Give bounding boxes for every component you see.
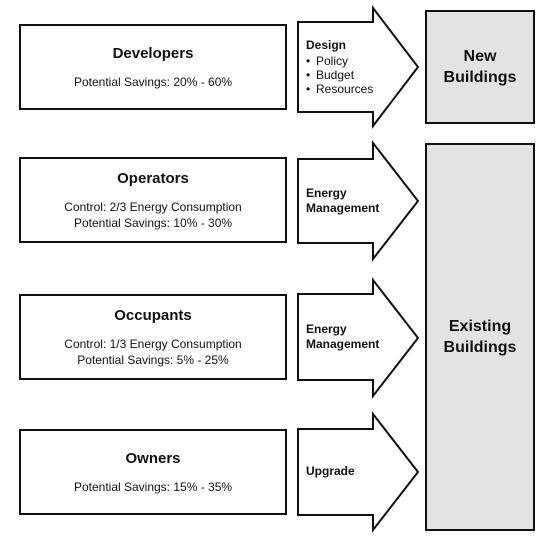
target-label-line: New bbox=[463, 48, 497, 65]
arrow-label-design: Design Policy Budget Resources bbox=[306, 38, 373, 96]
arrow-label-energy-management-operators: Energy Management bbox=[306, 186, 379, 216]
target-new-buildings: New Buildings bbox=[425, 10, 535, 124]
arrow-label-energy-management-occupants: Energy Management bbox=[306, 322, 379, 352]
arrow-energy-management-occupants bbox=[297, 277, 420, 399]
actor-title: Developers bbox=[112, 44, 194, 62]
target-label: New Buildings bbox=[444, 46, 517, 88]
target-label-line: Existing bbox=[448, 318, 512, 335]
actor-title: Occupants bbox=[114, 306, 192, 324]
arrow-label-upgrade: Upgrade bbox=[306, 464, 355, 479]
actor-control: Control: 2/3 Energy Consumption bbox=[64, 199, 242, 214]
actor-savings: Potential Savings: 5% - 25% bbox=[77, 352, 229, 367]
actor-control: Control: 1/3 Energy Consumption bbox=[64, 336, 242, 351]
arrow-label-line: Energy bbox=[306, 322, 347, 336]
actor-box-owners: Owners Potential Savings: 15% - 35% bbox=[19, 429, 287, 515]
arrow-label-line: Upgrade bbox=[306, 464, 355, 478]
design-list-item: Resources bbox=[306, 82, 373, 96]
actor-title: Owners bbox=[125, 449, 181, 467]
actor-title: Operators bbox=[117, 169, 189, 187]
arrow-label-line: Management bbox=[306, 201, 380, 215]
design-list: Policy Budget Resources bbox=[306, 54, 373, 96]
actor-savings: Potential Savings: 15% - 35% bbox=[73, 479, 233, 494]
arrow-energy-management-operators bbox=[297, 140, 420, 262]
actor-savings: Potential Savings: 20% - 60% bbox=[73, 74, 233, 89]
design-list-item: Policy bbox=[306, 54, 373, 68]
actor-box-operators: Operators Control: 2/3 Energy Consumptio… bbox=[19, 157, 287, 243]
target-label-line: Buildings bbox=[443, 69, 517, 86]
arrow-upgrade bbox=[297, 411, 420, 533]
target-label: Existing Buildings bbox=[444, 316, 517, 358]
actor-box-occupants: Occupants Control: 1/3 Energy Consumptio… bbox=[19, 294, 287, 380]
design-list-item: Budget bbox=[306, 68, 373, 82]
arrow-label-title: Design bbox=[306, 38, 347, 52]
arrow-label-line: Energy bbox=[306, 186, 347, 200]
actor-box-developers: Developers Potential Savings: 20% - 60% bbox=[19, 24, 287, 110]
arrow-label-line: Management bbox=[306, 337, 380, 351]
target-existing-buildings: Existing Buildings bbox=[425, 143, 535, 531]
actor-savings: Potential Savings: 10% - 30% bbox=[73, 215, 233, 230]
target-label-line: Buildings bbox=[443, 339, 517, 356]
